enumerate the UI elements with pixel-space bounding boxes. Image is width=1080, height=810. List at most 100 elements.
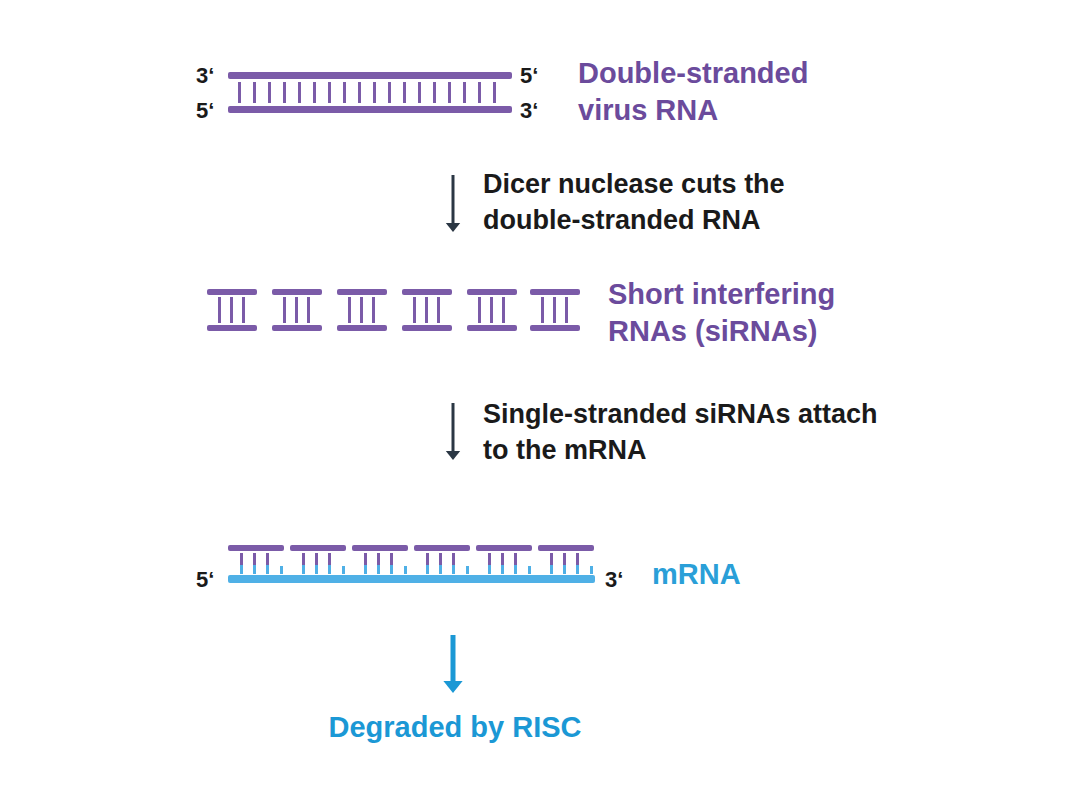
rna-stroke	[493, 82, 496, 103]
rna-stroke	[476, 545, 532, 551]
rna-stroke	[315, 565, 318, 574]
rna-stroke	[283, 297, 286, 323]
arrow-head	[446, 451, 460, 460]
step-description: Dicer nuclease cuts the double-stranded …	[483, 166, 883, 238]
arrow-shaft	[452, 175, 455, 223]
rna-stroke	[266, 565, 269, 574]
rna-stroke	[502, 297, 505, 323]
result-label: Degraded by RISC	[270, 709, 640, 746]
rna-stroke	[364, 565, 367, 574]
rna-stroke	[563, 553, 566, 565]
process-arrow	[446, 403, 460, 460]
rna-stroke	[402, 289, 452, 295]
rna-stroke	[377, 553, 380, 565]
rna-stroke	[576, 553, 579, 565]
rna-stroke	[328, 565, 331, 574]
rna-stroke	[228, 72, 512, 79]
rna-stroke	[328, 82, 331, 103]
rna-stroke	[576, 565, 579, 574]
rna-stroke	[268, 82, 271, 103]
rna-stroke	[266, 553, 269, 565]
process-arrow	[446, 175, 460, 232]
step-description: Single-stranded siRNAs attach to the mRN…	[483, 396, 883, 468]
rna-stroke	[307, 297, 310, 323]
strand-end-label: 5‘	[196, 568, 214, 592]
rna-stroke	[439, 553, 442, 565]
rna-stroke	[448, 82, 451, 103]
rna-stroke	[272, 325, 322, 331]
rna-stroke	[253, 82, 256, 103]
rna-stroke	[348, 297, 351, 323]
process-arrow	[443, 635, 462, 693]
rna-stroke	[563, 565, 566, 574]
rna-stroke	[242, 297, 245, 323]
rna-stroke	[452, 553, 455, 565]
rna-stroke	[207, 289, 257, 295]
rna-stroke	[358, 82, 361, 103]
rna-stroke	[240, 553, 243, 565]
rna-stroke	[490, 297, 493, 323]
rna-stroke	[388, 82, 391, 103]
rna-stroke	[478, 297, 481, 323]
double-stranded-rna	[228, 72, 512, 113]
rna-stroke	[302, 553, 305, 565]
rna-stroke	[425, 297, 428, 323]
rna-stroke	[372, 297, 375, 323]
rna-stroke	[337, 289, 387, 295]
arrow-head	[443, 681, 462, 693]
strand-end-label: 5‘	[196, 99, 214, 123]
arrow-shaft	[451, 635, 456, 681]
rna-stroke	[530, 289, 580, 295]
rna-stroke	[403, 82, 406, 103]
rna-stroke	[426, 565, 429, 574]
rna-stroke	[315, 553, 318, 565]
rna-stroke	[478, 82, 481, 103]
stage-node: mRNA	[190, 460, 870, 635]
strand-end-label: 3‘	[520, 99, 538, 123]
strand-end-label: 5‘	[520, 64, 538, 88]
rna-stroke	[283, 82, 286, 103]
rna-stroke	[433, 82, 436, 103]
rna-stroke	[418, 82, 421, 103]
rna-stroke	[488, 553, 491, 565]
rna-stroke	[501, 553, 504, 565]
rna-stroke	[207, 325, 257, 331]
rna-stroke	[328, 553, 331, 565]
stage-label: Double-stranded virus RNA	[578, 55, 878, 129]
rna-stroke	[501, 565, 504, 574]
rna-stroke	[553, 297, 556, 323]
rna-stroke	[228, 106, 512, 113]
rna-stroke	[590, 566, 593, 574]
rna-stroke	[437, 297, 440, 323]
rna-stroke	[488, 565, 491, 574]
rna-stroke	[343, 82, 346, 103]
rna-stroke	[439, 565, 442, 574]
rna-stroke	[228, 575, 595, 583]
rna-stroke	[373, 82, 376, 103]
stage-label: Short interfering RNAs (siRNAs)	[608, 276, 908, 350]
rna-stroke	[342, 566, 345, 574]
stage-node: Degraded by RISC	[270, 693, 640, 763]
rna-stroke	[528, 566, 531, 574]
rna-stroke	[414, 545, 470, 551]
rna-stroke	[253, 565, 256, 574]
rna-stroke	[298, 82, 301, 103]
rna-stroke	[467, 289, 517, 295]
mrna-with-sirna	[228, 545, 595, 583]
rna-stroke	[352, 545, 408, 551]
rna-stroke	[514, 553, 517, 565]
stage-node: Short interfering RNAs (siRNAs)	[190, 232, 870, 403]
rna-stroke	[467, 325, 517, 331]
strand-end-label: 3‘	[196, 64, 214, 88]
rna-stroke	[280, 566, 283, 574]
rna-stroke	[228, 545, 284, 551]
rna-stroke	[466, 566, 469, 574]
rna-stroke	[550, 565, 553, 574]
rna-stroke	[550, 553, 553, 565]
rna-stroke	[360, 297, 363, 323]
rna-stroke	[253, 553, 256, 565]
rna-stroke	[218, 297, 221, 323]
rna-stroke	[402, 325, 452, 331]
rna-stroke	[390, 553, 393, 565]
rna-stroke	[290, 545, 346, 551]
